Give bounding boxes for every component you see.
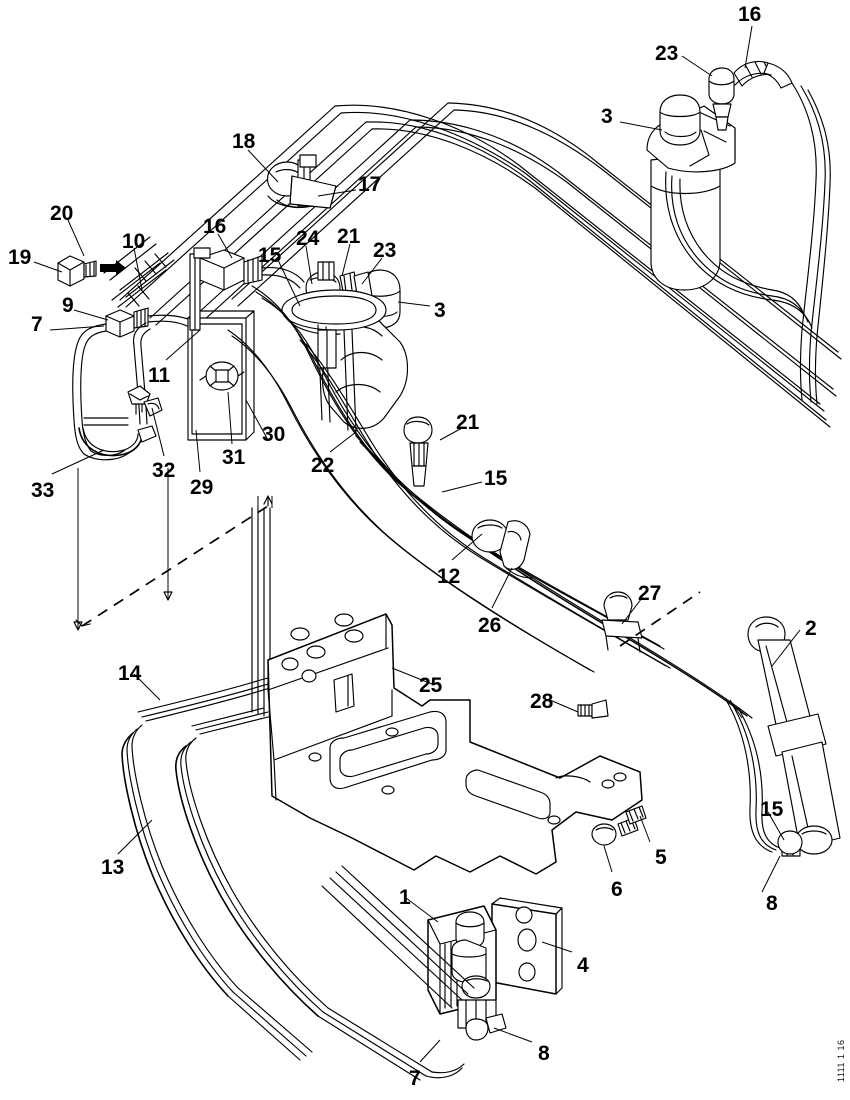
callout-24: 24 bbox=[296, 227, 320, 250]
callout-21-upper: 21 bbox=[337, 225, 361, 248]
callout-3-top: 3 bbox=[601, 105, 613, 128]
callout-6: 6 bbox=[611, 878, 623, 901]
fitting-cluster-16 bbox=[189, 247, 305, 331]
callout-25: 25 bbox=[419, 674, 443, 697]
lower-left-tube-pair bbox=[121, 507, 329, 1017]
bolts-5-6 bbox=[591, 805, 647, 846]
callout-2: 2 bbox=[805, 617, 817, 640]
callout-27: 27 bbox=[638, 582, 662, 605]
callout-9: 9 bbox=[62, 294, 74, 317]
callout-30: 30 bbox=[262, 423, 286, 446]
callout-leaders bbox=[33, 25, 801, 1063]
callout-5: 5 bbox=[655, 846, 667, 869]
hose-bundle-center bbox=[227, 285, 753, 719]
sheet-watermark: 1111 1 16 bbox=[836, 1039, 846, 1082]
lower-left-line-bundle bbox=[227, 865, 475, 1081]
callout-20: 20 bbox=[50, 202, 74, 225]
callout-21-lower: 21 bbox=[456, 411, 480, 434]
callout-14: 14 bbox=[118, 662, 142, 685]
callout-8-right: 8 bbox=[766, 892, 778, 915]
valve-assembly-18-17 bbox=[266, 154, 337, 209]
callout-12: 12 bbox=[437, 565, 461, 588]
callout-16-mid: 16 bbox=[203, 215, 227, 238]
callout-32: 32 bbox=[152, 459, 176, 482]
callout-1: 1 bbox=[399, 886, 411, 909]
callout-15-mid: 15 bbox=[484, 467, 508, 490]
callout-11: 11 bbox=[148, 364, 171, 387]
callout-16-top: 16 bbox=[738, 3, 762, 26]
callout-3-mid: 3 bbox=[434, 299, 446, 322]
callout-15-upper: 15 bbox=[258, 244, 282, 267]
callout-23-top: 23 bbox=[655, 42, 679, 65]
main-bracket-25 bbox=[267, 613, 643, 875]
callout-17: 17 bbox=[358, 173, 382, 196]
callout-13: 13 bbox=[101, 856, 125, 879]
callout-7-upper: 7 bbox=[31, 313, 43, 336]
callout-10: 10 bbox=[122, 230, 146, 253]
mounting-plate-29 bbox=[127, 310, 255, 441]
callout-4: 4 bbox=[577, 954, 589, 977]
callout-7-bottom: 7 bbox=[409, 1067, 421, 1090]
callout-33: 33 bbox=[31, 479, 55, 502]
callout-8-bottom: 8 bbox=[538, 1042, 550, 1065]
assembly-dashed-lines bbox=[73, 468, 701, 647]
lower-valve-assembly bbox=[427, 897, 563, 1041]
callout-26: 26 bbox=[478, 614, 502, 637]
left-fittings-cluster bbox=[57, 236, 225, 461]
callout-31: 31 bbox=[222, 446, 246, 469]
long-hydraulic-lines-upper bbox=[119, 102, 842, 428]
callout-23-mid: 23 bbox=[373, 239, 397, 262]
reservoir-assembly-top-right bbox=[646, 60, 831, 405]
callout-19: 19 bbox=[8, 246, 32, 269]
callout-22: 22 bbox=[311, 454, 335, 477]
cylinder-assembly-2 bbox=[725, 616, 841, 857]
callout-28: 28 bbox=[530, 690, 554, 713]
callout-18: 18 bbox=[232, 130, 256, 153]
center-valve-assembly bbox=[281, 261, 433, 487]
callout-15-lower: 15 bbox=[760, 798, 784, 821]
callout-29: 29 bbox=[190, 476, 214, 499]
